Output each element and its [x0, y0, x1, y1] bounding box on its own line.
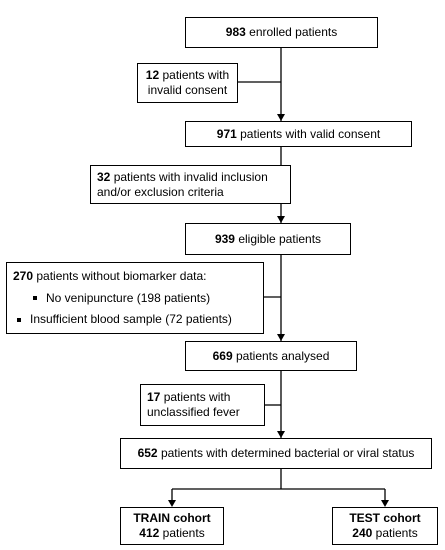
determined-label: patients with determined bacterial or vi… — [157, 446, 415, 460]
invalid-consent-line1: patients with — [159, 68, 230, 82]
eligible-label: eligible patients — [234, 231, 322, 246]
invalid-consent-line2: invalid consent — [147, 83, 228, 97]
box-train-cohort: TRAIN cohort 412 patients — [120, 507, 224, 545]
eligible-count: 939 — [214, 231, 235, 246]
arrow-to-determined — [277, 431, 285, 438]
box-valid-consent: 971 patients with valid consent — [185, 121, 412, 147]
unclassified-line2: unclassified fever — [147, 405, 240, 419]
no-venipuncture-text: No venipuncture (198 patients) — [46, 290, 211, 305]
arrow-to-eligible — [277, 216, 285, 223]
arrow-to-test — [381, 500, 389, 507]
valid-consent-label: patients with valid consent — [236, 126, 381, 141]
box-analysed: 669 patients analysed — [185, 341, 357, 371]
insufficient-sample-text: Insufficient blood sample (72 patients) — [30, 312, 232, 326]
bullet-square-icon — [17, 317, 21, 322]
enrolled-label: enrolled patients — [245, 25, 338, 39]
test-cohort-title: TEST cohort — [349, 511, 421, 525]
bullet-square-icon — [33, 296, 37, 300]
unclassified-count: 17 — [147, 390, 161, 404]
no-biomarker-label: patients without biomarker data: — [33, 269, 207, 283]
list-item: Insufficient blood sample (72 patients) — [13, 312, 232, 327]
unclassified-line1: patients with — [160, 390, 231, 404]
valid-consent-count: 971 — [216, 126, 237, 141]
analysed-count: 669 — [212, 348, 233, 363]
train-cohort-count: 412 — [139, 526, 160, 540]
box-enrolled: 983 enrolled patients — [185, 17, 378, 48]
box-test-cohort: TEST cohort 240 patients — [332, 507, 438, 545]
analysed-label: patients analysed — [232, 348, 330, 363]
invalid-consent-count: 12 — [145, 68, 160, 82]
invalid-criteria-count: 32 — [97, 169, 111, 184]
invalid-criteria-line2: and/or exclusion criteria — [97, 184, 224, 199]
enrolled-count: 983 — [225, 25, 246, 39]
invalid-criteria-line1: patients with invalid inclusion — [110, 169, 268, 184]
arrow-to-train — [168, 500, 176, 507]
box-no-biomarker: 270 patients without biomarker data: No … — [6, 262, 264, 334]
arrow-to-valid-consent — [277, 114, 285, 121]
list-item: No venipuncture (198 patients) — [13, 291, 210, 306]
box-determined: 652 patients with determined bacterial o… — [120, 438, 432, 469]
no-biomarker-count: 270 — [13, 269, 34, 283]
test-cohort-unit: patients — [372, 526, 418, 540]
box-invalid-consent: 12 patients with invalid consent — [137, 63, 238, 103]
train-cohort-unit: patients — [159, 526, 205, 540]
box-eligible: 939 eligible patients — [185, 223, 351, 255]
box-unclassified: 17 patients with unclassified fever — [140, 384, 265, 426]
determined-count: 652 — [137, 446, 158, 460]
train-cohort-title: TRAIN cohort — [133, 511, 211, 525]
test-cohort-count: 240 — [352, 526, 373, 540]
arrow-to-analysed — [277, 334, 285, 341]
box-invalid-criteria: 32 patients with invalid inclusion and/o… — [90, 165, 291, 204]
